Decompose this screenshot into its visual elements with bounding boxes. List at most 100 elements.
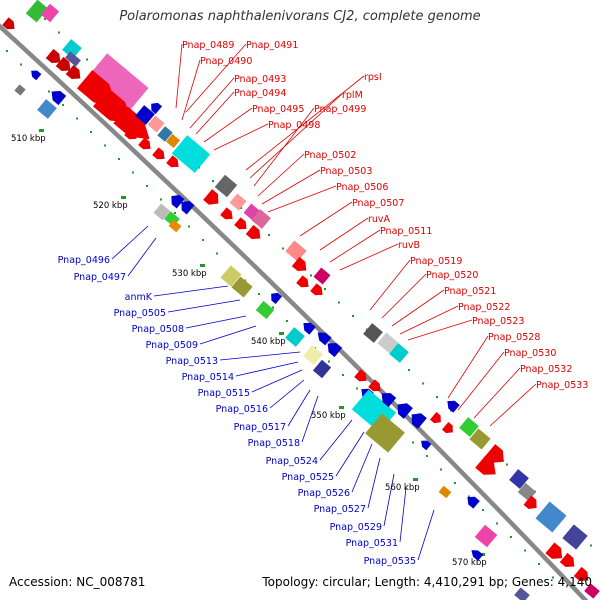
forward-label-leader: [261, 169, 321, 205]
reverse-gene-label: anmK: [125, 292, 153, 303]
map-title: Polaromonas naphthalenivorans CJ2, compl…: [119, 9, 481, 24]
forward-label-leader: [299, 201, 353, 237]
reverse-gene-label: Pnap_0531: [346, 538, 398, 549]
forward-gene-label: Pnap_0489: [182, 40, 234, 51]
gene-feature: [523, 495, 537, 509]
forward-label-leader: [473, 367, 521, 419]
reverse-label-leader: [367, 457, 381, 509]
gene-feature: [474, 524, 498, 548]
gene-feature: [255, 300, 275, 320]
position-tick: [258, 293, 260, 295]
gene-feature: [157, 126, 173, 142]
reverse-label-leader: [127, 237, 157, 277]
position-tick: [506, 463, 508, 466]
gene-feature: [562, 524, 588, 550]
gene-feature: [573, 566, 589, 582]
gene-feature: [285, 327, 305, 347]
gene-feature: [231, 276, 253, 298]
forward-gene-label: Pnap_0528: [488, 332, 540, 343]
gene-feature: [153, 203, 171, 221]
gene-feature: [509, 469, 529, 489]
gene-feature: [354, 369, 367, 382]
reverse-gene-label: Pnap_0518: [248, 438, 300, 449]
kbp-tick-label: 510 kbp: [11, 134, 46, 144]
reverse-gene-label: Pnap_0535: [364, 556, 416, 567]
position-tick: [412, 441, 414, 444]
forward-gene-label: ruvB: [398, 240, 420, 251]
forward-gene-label: Pnap_0499: [314, 104, 366, 115]
forward-label-leader: [339, 243, 399, 271]
gene-feature: [312, 359, 332, 379]
reverse-label-leader: [219, 351, 301, 361]
gene-feature: [271, 292, 283, 305]
reverse-label-leader: [383, 473, 395, 527]
gene-feature: [245, 224, 261, 240]
forward-gene-label: Pnap_0503: [320, 166, 372, 177]
forward-gene-label: Pnap_0494: [234, 88, 286, 99]
forward-label-leader: [189, 77, 235, 129]
kbp-tick: [279, 332, 284, 335]
reverse-label-leader: [301, 395, 319, 443]
position-tick: [436, 396, 438, 398]
gene-feature: [14, 84, 26, 96]
kbp-tick: [39, 129, 44, 132]
position-tick: [44, 18, 46, 20]
gene-feature: [37, 99, 57, 119]
forward-gene-label: Pnap_0521: [444, 286, 496, 297]
reverse-gene-label: Pnap_0529: [330, 522, 382, 533]
gene-feature: [467, 496, 480, 509]
gene-feature: [475, 455, 496, 475]
forward-gene-label: Pnap_0533: [536, 380, 588, 391]
gene-feature: [365, 413, 405, 453]
reverse-label-leader: [399, 487, 407, 543]
kbp-tick: [200, 264, 205, 267]
gene-feature: [165, 133, 181, 149]
gene-feature: [317, 332, 332, 346]
position-tick: [216, 252, 218, 255]
gene-feature: [147, 115, 165, 133]
position-tick: [286, 320, 288, 322]
gene-feature: [429, 411, 441, 424]
gene-feature: [152, 147, 165, 160]
position-tick: [524, 549, 526, 552]
forward-gene-label: Pnap_0495: [252, 104, 304, 115]
gene-feature: [310, 283, 323, 296]
gene-feature: [113, 106, 150, 140]
forward-gene-label: rpsI: [364, 72, 382, 83]
gene-feature: [584, 583, 600, 599]
forward-gene-label: Pnap_0532: [520, 364, 572, 375]
forward-label-leader: [245, 75, 365, 171]
forward-gene-label: Pnap_0520: [426, 270, 478, 281]
forward-label-leader: [185, 43, 247, 113]
reverse-gene-label: Pnap_0527: [314, 504, 366, 515]
forward-label-leader: [253, 107, 315, 187]
gene-feature: [421, 440, 432, 451]
forward-label-leader: [369, 259, 411, 311]
genome-backbone: [0, 23, 589, 600]
reverse-label-leader: [235, 361, 299, 377]
forward-label-leader: [203, 107, 253, 143]
position-tick: [104, 144, 106, 147]
position-tick: [282, 247, 284, 250]
gene-feature: [51, 90, 67, 106]
forward-label-leader: [489, 383, 537, 427]
gene-feature: [65, 64, 81, 80]
gene-feature: [377, 332, 399, 354]
position-tick: [352, 315, 354, 317]
position-tick: [590, 544, 592, 547]
forward-label-leader: [319, 217, 369, 251]
position-tick: [62, 104, 64, 106]
position-tick: [356, 387, 358, 390]
position-tick: [268, 234, 270, 236]
gene-feature: [45, 48, 61, 64]
forward-gene-label: Pnap_0530: [504, 348, 556, 359]
forward-gene-label: Pnap_0523: [472, 316, 524, 327]
reverse-label-leader: [351, 443, 373, 493]
gene-feature: [471, 550, 484, 561]
gene-feature: [181, 201, 195, 215]
kbp-tick-label: 520 kbp: [93, 201, 128, 211]
forward-gene-label: Pnap_0506: [336, 182, 388, 193]
gene-feature: [2, 17, 15, 30]
gene-feature: [469, 428, 491, 450]
